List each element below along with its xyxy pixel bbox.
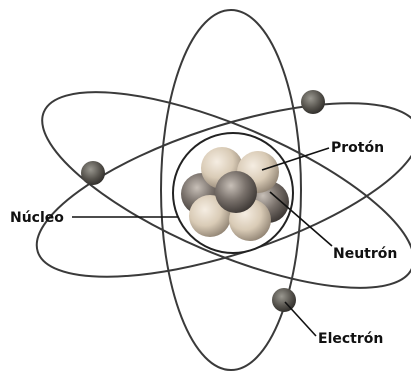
proton-leader [261,147,330,171]
orbit-tilted-left [41,91,411,289]
nucleus-label: Núcleo [10,210,64,226]
proton-label: Protón [331,140,384,156]
electron-particle [301,90,325,114]
electron-leader [284,301,317,337]
electron-particle [272,288,296,312]
neutron-leader [269,191,333,247]
electron-particle [81,161,105,185]
leader-lines [72,147,333,337]
electrons [81,90,325,312]
labels: Protón Núcleo Neutrón Electrón [10,140,397,347]
electron-label: Electrón [318,331,383,347]
neutron-label: Neutrón [333,246,397,262]
orbit-vertical [160,9,302,371]
neutron-particle [215,171,257,213]
nucleus [172,132,294,254]
